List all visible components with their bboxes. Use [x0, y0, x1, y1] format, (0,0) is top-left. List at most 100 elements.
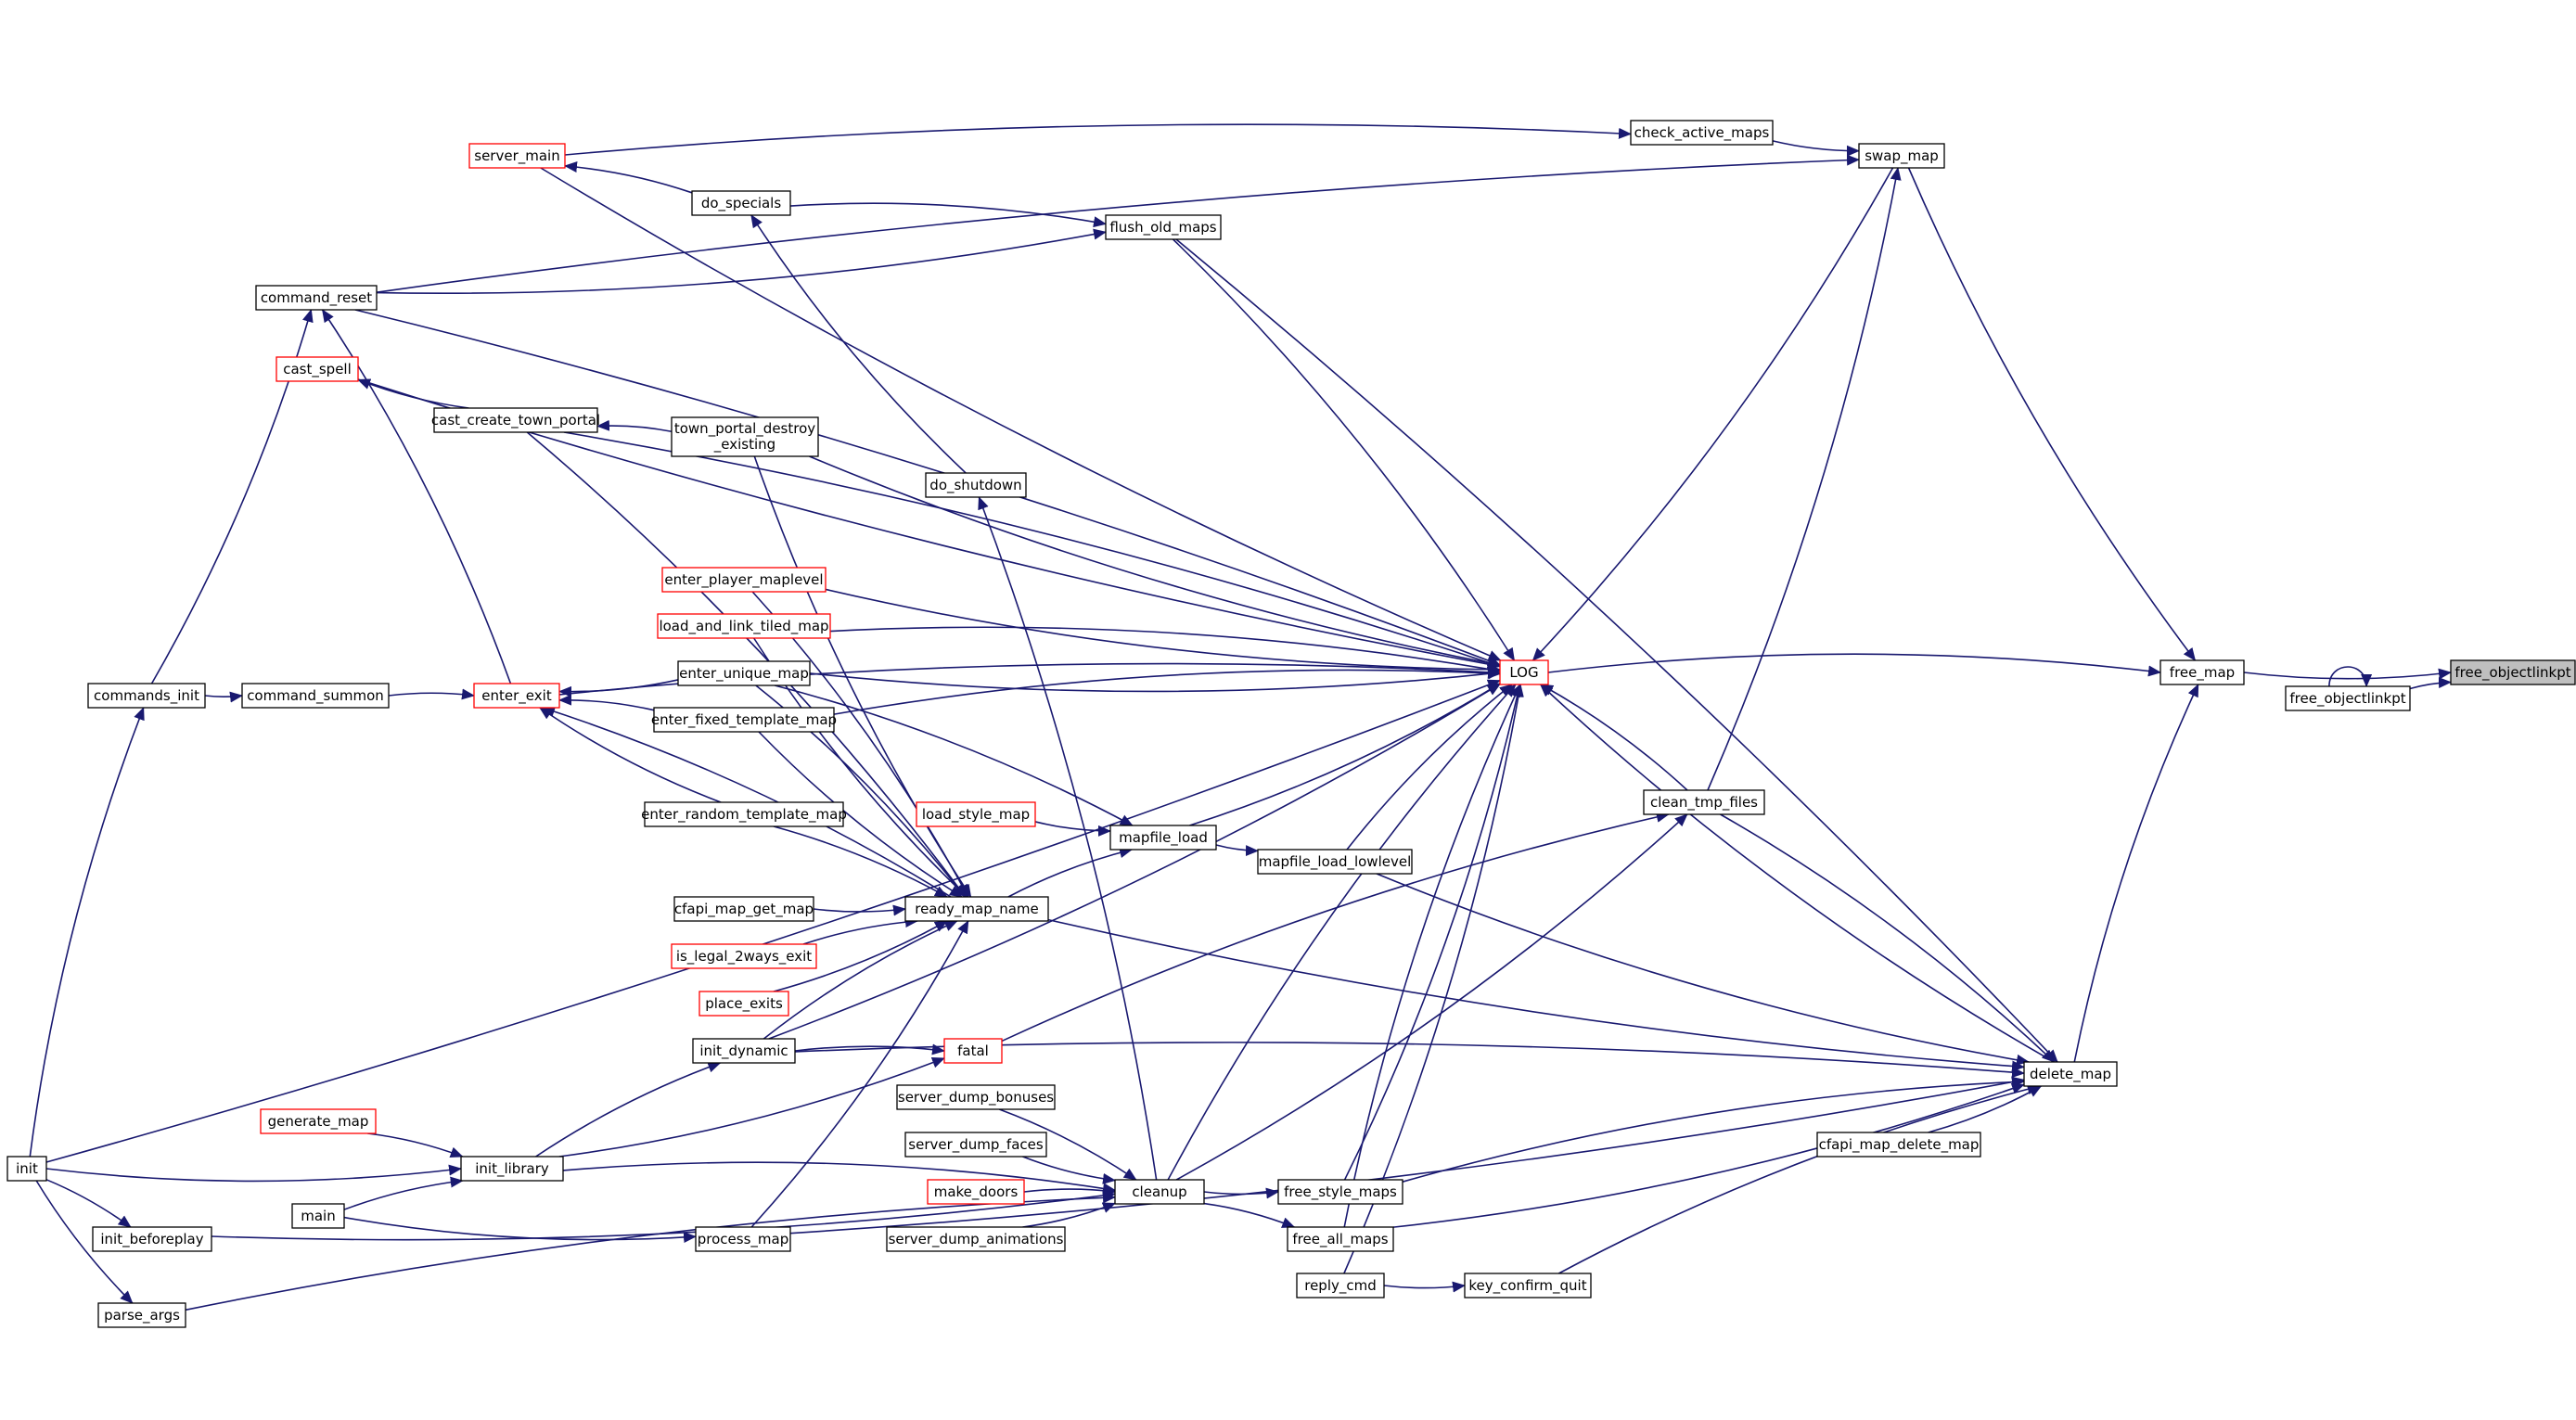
edge-cleanup-to-do_shutdown [978, 496, 1158, 1181]
edge-mapfile_load_lowlevel-to-delete_map [1376, 873, 2030, 1066]
edge-free_style_maps-to-delete_map [1402, 1076, 2025, 1183]
edge-command_summon-to-enter_exit [388, 688, 475, 700]
node-do-shutdown[interactable]: do_shutdown [925, 472, 1027, 498]
node-mapfile-load-lowlevel[interactable]: mapfile_load_lowlevel [1257, 849, 1413, 875]
edge-init-to-LOG [45, 679, 1501, 1163]
edge-main-to-init_library [343, 1176, 464, 1210]
edge-is_legal_2ways_exit-to-ready_map_name [802, 916, 919, 945]
edge-check_active_maps-to-swap_map [1772, 140, 1860, 157]
node-box [241, 683, 390, 709]
node-fatal[interactable]: fatal [943, 1038, 1003, 1064]
node-box [653, 707, 835, 733]
node-label: swap_map [1865, 147, 1939, 165]
node-label: clean_tmp_files [1650, 794, 1758, 812]
node-do-specials[interactable]: do_specials [691, 190, 791, 216]
node-init[interactable]: init [6, 1156, 47, 1182]
node-enter-unique-map[interactable]: enter_unique_map [677, 660, 811, 686]
node-process-map[interactable]: process_map [695, 1226, 791, 1252]
node-box [2023, 1061, 2118, 1087]
node-label: key_confirm_quit [1468, 1277, 1586, 1295]
edge-enter_fixed_template_map-to-ready_map_name [758, 731, 963, 898]
edge-init-to-parse_args [35, 1180, 134, 1304]
node-commands-init[interactable]: commands_init [87, 683, 206, 709]
edge-flush_old_maps-to-LOG [1172, 238, 1516, 661]
node-label: cfapi_map_get_map [674, 901, 814, 918]
node-LOG[interactable]: LOG [1499, 659, 1549, 685]
node-load-style-map[interactable]: load_style_map [916, 801, 1036, 827]
node-flush-old-maps[interactable]: flush_old_maps [1105, 214, 1222, 240]
node-label: server_dump_animations [889, 1231, 1064, 1248]
edge-init-to-init_beforeplay [45, 1179, 132, 1228]
node-free-objectlinkpt[interactable]: free_objectlinkpt [2285, 685, 2411, 711]
node-box [695, 1226, 791, 1252]
node-label: main [301, 1208, 335, 1224]
node-box [1277, 1179, 1403, 1205]
node-is-legal-2ways-exit[interactable]: is_legal_2ways_exit [671, 943, 817, 969]
node-box [87, 683, 206, 709]
node-make-doors[interactable]: make_doors [927, 1179, 1025, 1205]
node-enter-fixed-template-map[interactable]: enter_fixed_template_map [651, 707, 837, 733]
node-key-confirm-quit[interactable]: key_confirm_quit [1464, 1273, 1592, 1298]
node-place-exits[interactable]: place_exits [698, 991, 789, 1017]
node-box [2450, 659, 2576, 685]
node-init-library[interactable]: init_library [460, 1156, 564, 1182]
node-label: command_reset [261, 289, 372, 307]
edge-clean_tmp_files-to-swap_map [1707, 167, 1902, 791]
node-delete-map[interactable]: delete_map [2023, 1061, 2118, 1087]
node-server-dump-faces[interactable]: server_dump_faces [904, 1132, 1047, 1158]
node-server-main[interactable]: server_main [468, 143, 566, 169]
node-cfapi-map-delete-map[interactable]: cfapi_map_delete_map [1816, 1132, 1981, 1158]
edge-reply_cmd-to-key_confirm_quit [1383, 1281, 1466, 1293]
node-label: init [16, 1160, 38, 1177]
node-box [671, 416, 819, 457]
node-init-beforeplay[interactable]: init_beforeplay [92, 1226, 212, 1252]
node-box [671, 943, 817, 969]
node-label: load_style_map [922, 806, 1030, 824]
node-mapfile-load[interactable]: mapfile_load [1109, 825, 1217, 851]
node-init-dynamic[interactable]: init_dynamic [692, 1038, 796, 1064]
node-free-map[interactable]: free_map [2159, 659, 2245, 685]
node-cast-spell[interactable]: cast_spell [276, 356, 359, 382]
node-free-all-maps[interactable]: free_all_maps [1287, 1226, 1394, 1252]
node-command-summon[interactable]: command_summon [241, 683, 390, 709]
edge-free_objectlinkpt-to-free_objectlinkpt [2409, 677, 2452, 690]
node-box [644, 801, 844, 827]
node-box [1109, 825, 1217, 851]
node-server-dump-bonuses[interactable]: server_dump_bonuses [896, 1084, 1056, 1110]
node-cfapi-map-get-map[interactable]: cfapi_map_get_map [673, 896, 814, 922]
node-parse-args[interactable]: parse_args [97, 1302, 186, 1328]
edge-cleanup-to-clean_tmp_files [1175, 813, 1688, 1181]
node-generate-map[interactable]: generate_map [260, 1108, 377, 1134]
node-box [260, 1108, 377, 1134]
node-enter-random-template-map[interactable]: enter_random_template_map [641, 801, 847, 827]
edge-load_style_map-to-mapfile_load [1034, 821, 1111, 837]
node-box [1499, 659, 1549, 685]
node-ready-map-name[interactable]: ready_map_name [904, 896, 1049, 922]
node-box [691, 190, 791, 216]
node-cast-create-town-portal[interactable]: cast_create_town_portal [431, 407, 600, 433]
edge-enter_unique_map-to-LOG [809, 668, 1501, 693]
node-free-style-maps[interactable]: free_style_maps [1277, 1179, 1403, 1205]
node-label: check_active_maps [1634, 124, 1770, 142]
node-label: make_doors [934, 1183, 1019, 1201]
node-cleanup[interactable]: cleanup [1114, 1179, 1205, 1205]
node-label: free_map [2170, 664, 2235, 682]
node-reply-cmd[interactable]: reply_cmd [1296, 1273, 1385, 1298]
node-label: init_dynamic [699, 1043, 788, 1060]
edge-main-to-process_map [343, 1216, 697, 1244]
node-main[interactable]: main [291, 1203, 345, 1229]
node-box [661, 567, 827, 593]
node-label: server_main [474, 147, 559, 165]
node-enter-exit[interactable]: enter_exit [473, 683, 560, 709]
node-command-reset[interactable]: command_reset [255, 285, 378, 311]
node-server-dump-animations[interactable]: server_dump_animations [886, 1226, 1066, 1252]
node-clean-tmp-files[interactable]: clean_tmp_files [1643, 789, 1765, 815]
node-enter-player-maplevel[interactable]: enter_player_maplevel [661, 567, 827, 593]
node-check-active-maps[interactable]: check_active_maps [1630, 120, 1774, 146]
node-free-objectlinkpt-root[interactable]: free_objectlinkpt [2450, 659, 2576, 685]
node-town-portal-destroy-existing[interactable]: town_portal_destroy_existing [671, 416, 819, 457]
node-swap-map[interactable]: swap_map [1858, 143, 1945, 169]
node-load-and-link-tiled-map[interactable]: load_and_link_tiled_map [657, 613, 831, 639]
edge-enter_random_template_map-to-ready_map_name [773, 825, 948, 898]
